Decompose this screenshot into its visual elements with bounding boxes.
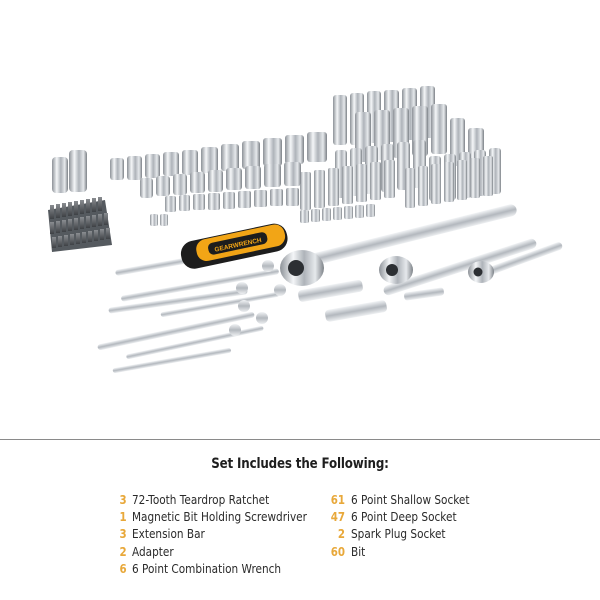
item-quantity: 6 <box>119 560 127 576</box>
product-image: GEARWRENCH <box>48 86 563 373</box>
list-item: 60 Bit <box>327 544 492 561</box>
item-name: 72-Tooth Teardrop Ratchet <box>132 492 270 507</box>
section-divider <box>0 439 600 440</box>
item-quantity: 3 <box>119 526 127 542</box>
item-name: 6 Point Combination Wrench <box>132 560 282 576</box>
extensions-adapters <box>298 279 444 322</box>
item-name: Adapter <box>132 543 174 559</box>
item-name: Extension Bar <box>132 526 205 542</box>
list-item: 3 Extension Bar <box>118 526 340 543</box>
item-name: Bit <box>351 543 366 559</box>
spark-plug-sockets <box>52 150 87 193</box>
list-item: 6 6 Point Combination Wrench <box>118 561 340 578</box>
item-quantity: 3 <box>119 492 127 507</box>
list-item: 61 6 Point Shallow Socket <box>327 492 492 509</box>
item-quantity: 2 <box>119 543 127 559</box>
contents-list-right: 61 6 Point Shallow Socket 47 6 Point Dee… <box>327 492 492 561</box>
list-item: 2 Spark Plug Socket <box>327 526 492 543</box>
screwdriver: GEARWRENCH <box>115 223 288 276</box>
item-quantity: 1 <box>119 509 127 525</box>
ratchets <box>280 204 563 296</box>
contents-list-left: 3 72-Tooth Teardrop Ratchet 1 Magnetic B… <box>118 492 340 578</box>
list-item: 1 Magnetic Bit Holding Screwdriver <box>118 509 340 526</box>
item-name: 6 Point Deep Socket <box>351 509 457 525</box>
list-item: 2 Adapter <box>118 544 340 561</box>
set-contents-title: Set Includes the Following: <box>211 456 389 472</box>
item-name: Magnetic Bit Holding Screwdriver <box>132 509 307 525</box>
item-quantity: 60 <box>330 543 345 559</box>
list-item: 47 6 Point Deep Socket <box>327 509 492 526</box>
item-name: 6 Point Shallow Socket <box>351 492 470 507</box>
bit-tray <box>48 197 112 252</box>
item-quantity: 61 <box>330 492 345 507</box>
shallow-sockets-group <box>110 132 375 226</box>
list-item: 3 72-Tooth Teardrop Ratchet <box>118 492 340 509</box>
item-quantity: 47 <box>330 509 345 525</box>
combination-wrenches <box>97 260 286 373</box>
item-quantity: 2 <box>337 526 345 542</box>
deep-sockets-group <box>300 86 501 210</box>
item-name: Spark Plug Socket <box>351 526 446 542</box>
